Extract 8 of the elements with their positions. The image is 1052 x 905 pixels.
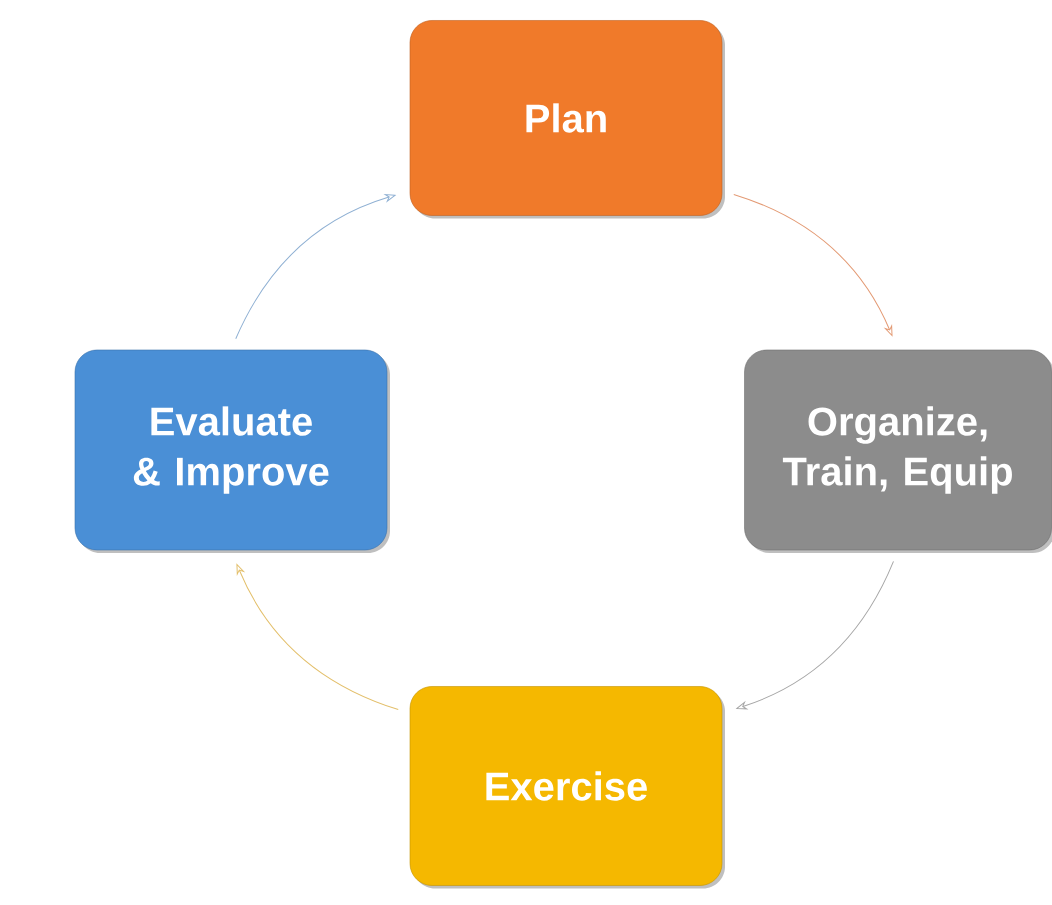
process-box: Plan — [409, 20, 725, 219]
process-box: Evaluate & Improve — [74, 349, 390, 553]
process-box: Organize, Train, Equip — [744, 349, 1052, 553]
curved-arrow — [736, 560, 894, 710]
curved-arrow — [235, 194, 396, 340]
curved-arrow — [733, 193, 893, 336]
process-box: Exercise — [409, 686, 725, 889]
curved-arrow — [236, 564, 399, 711]
